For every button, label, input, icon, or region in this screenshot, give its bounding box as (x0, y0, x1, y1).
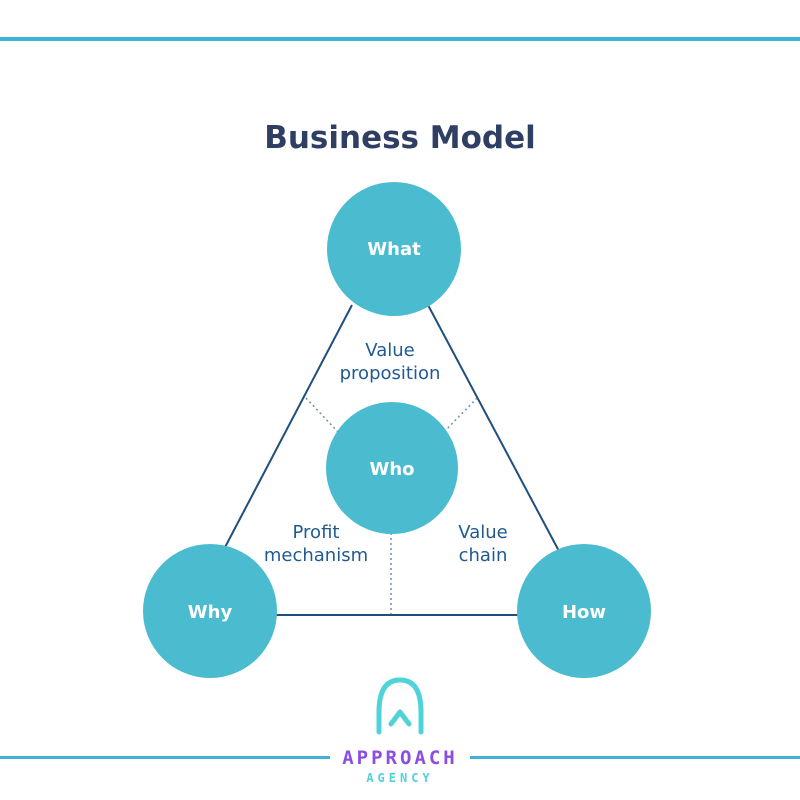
label-value-proposition-line-1: Value (365, 340, 414, 361)
brand-logo-mark-icon (376, 677, 424, 735)
node-why: Why (143, 544, 277, 678)
label-value-chain-line-2: chain (459, 545, 508, 566)
label-profit-mechanism-line-2: mechanism (264, 545, 368, 566)
dotted-connector-left (305, 397, 339, 433)
label-value-chain: Value chain (458, 522, 507, 566)
label-profit-mechanism: Profit mechanism (264, 522, 368, 566)
node-how-label: How (562, 602, 606, 623)
node-how-circle (517, 544, 651, 678)
node-who-label: Who (369, 459, 414, 480)
label-value-chain-line-1: Value (458, 522, 507, 543)
node-how: How (517, 544, 651, 678)
node-what-label: What (367, 239, 421, 260)
node-why-circle (143, 544, 277, 678)
bottom-accent-line-left (0, 756, 330, 759)
edge-what-why (221, 304, 353, 554)
bottom-accent-line-right (470, 756, 800, 759)
label-value-proposition: Value proposition (340, 340, 441, 384)
node-what: What (327, 182, 461, 316)
dotted-connector-right (443, 397, 478, 433)
brand-logo: APPROACH AGENCY (342, 677, 458, 785)
node-who-circle (326, 402, 458, 534)
label-value-proposition-line-2: proposition (340, 363, 441, 384)
node-why-label: Why (188, 602, 233, 623)
edge-what-how (427, 304, 561, 554)
brand-name: APPROACH (342, 747, 458, 769)
brand-subtitle: AGENCY (366, 771, 433, 785)
page-title: Business Model (264, 120, 536, 156)
node-what-circle (327, 182, 461, 316)
node-who: Who (326, 402, 458, 534)
label-profit-mechanism-line-1: Profit (293, 522, 340, 543)
top-accent-line (0, 37, 800, 41)
